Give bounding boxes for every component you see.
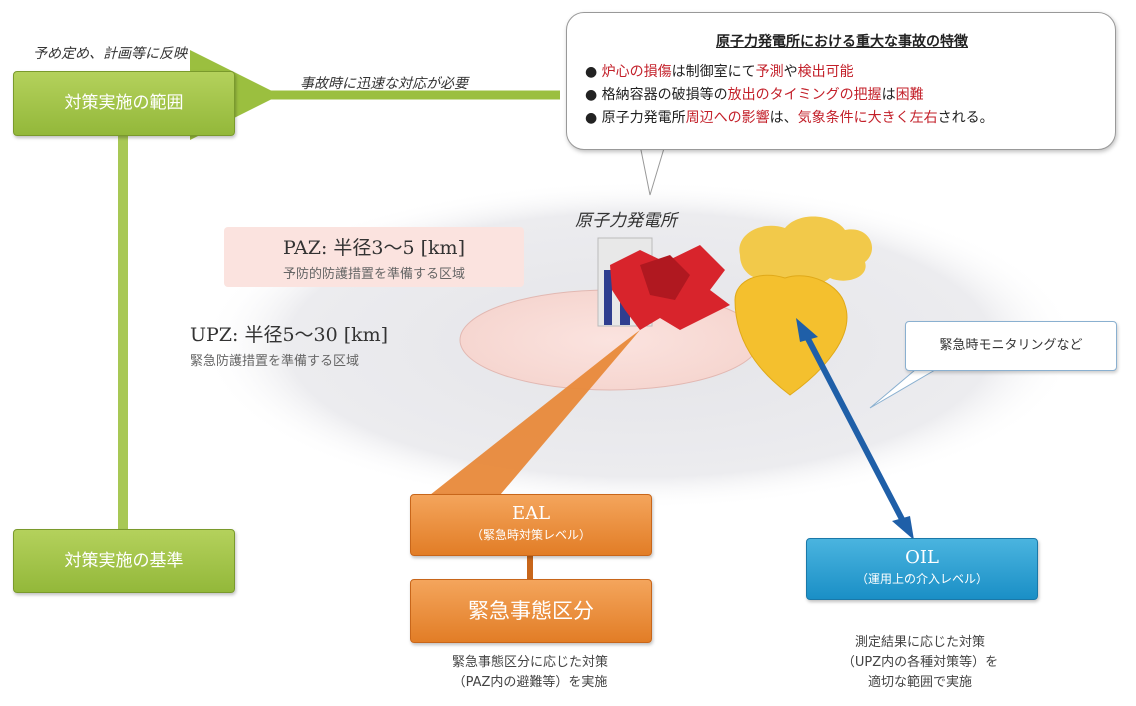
plant-fire — [640, 255, 690, 300]
accident-features-callout: 原子力発電所における重大な事故の特徴 ● 炉心の損傷は制御室にて予測や検出可能 … — [566, 12, 1116, 150]
monitoring-arrow-head-top — [796, 318, 818, 342]
eal-title: EAL — [511, 503, 551, 524]
plant-label: 原子力発電所 — [575, 211, 677, 231]
eal-subtitle: （緊急時対策レベル） — [470, 528, 591, 542]
countermeasure-criteria-box: 対策実施の基準 — [13, 529, 235, 593]
oil-caption-line-1: 測定結果に応じた対策 — [854, 635, 985, 650]
callout-tail — [639, 144, 666, 196]
emergency-class-label: 緊急事態区分 — [468, 599, 594, 623]
arrow-label: 事故時に迅速な対応が必要 — [300, 76, 468, 92]
release-cloud — [739, 216, 873, 287]
callout-bullet-3: ● 原子力発電所周辺への影響は、気象条件に大きく左右される。 — [585, 110, 994, 126]
oil-caption: 測定結果に応じた対策 （UPZ内の各種対策等）を 適切な範囲で実施 — [790, 633, 1050, 693]
countermeasure-criteria-label: 対策実施の基準 — [64, 551, 184, 571]
green-connector — [118, 134, 128, 529]
emergency-class-box: 緊急事態区分 — [410, 579, 652, 643]
eal-caption: 緊急事態区分に応じた対策 （PAZ内の避難等）を実施 — [390, 653, 670, 693]
paz-label-box: PAZ: 半径3～5 [km] 予防的防護措置を準備する区域 — [224, 227, 524, 287]
eal-caption-line-2: （PAZ内の避難等）を実施 — [452, 675, 608, 690]
oil-box: OIL （運用上の介入レベル） — [806, 538, 1038, 600]
header-note: 予め定め、計画等に反映 — [33, 46, 187, 62]
plant-chimney — [604, 270, 612, 325]
callout-title: 原子力発電所における重大な事故の特徴 — [716, 34, 968, 50]
countermeasure-scope-box: 対策実施の範囲 — [13, 71, 235, 136]
paz-title: PAZ: 半径3～5 [km] — [283, 237, 465, 259]
eal-connector — [527, 553, 533, 579]
oil-caption-line-2: （UPZ内の各種対策等）を — [841, 655, 999, 670]
oil-title: OIL — [905, 547, 939, 568]
callout-bullet-2: ● 格納容器の破損等の放出のタイミングの把握は困難 — [585, 87, 924, 103]
oil-subtitle: （運用上の介入レベル） — [855, 572, 988, 586]
monitoring-arrow — [802, 331, 908, 527]
orange-wedge — [430, 330, 640, 495]
monitoring-arrow-head-bottom — [892, 516, 914, 540]
paz-subtitle: 予防的防護措置を準備する区域 — [282, 267, 465, 282]
monitoring-tail — [869, 369, 936, 409]
eal-caption-line-1: 緊急事態区分に応じた対策 — [451, 655, 608, 670]
upz-title: UPZ: 半径5～30 [km] — [190, 324, 389, 346]
countermeasure-scope-label: 対策実施の範囲 — [64, 93, 184, 113]
callout-bullet-1: ● 炉心の損傷は制御室にて予測や検出可能 — [585, 64, 854, 80]
oil-caption-line-3: 適切な範囲で実施 — [867, 675, 972, 690]
upz-subtitle: 緊急防護措置を準備する区域 — [190, 354, 360, 369]
monitoring-callout: 緊急時モニタリングなど — [905, 321, 1117, 371]
eal-box: EAL （緊急時対策レベル） — [410, 494, 652, 556]
upz-label: UPZ: 半径5～30 [km] 緊急防護措置を準備する区域 — [190, 320, 388, 369]
